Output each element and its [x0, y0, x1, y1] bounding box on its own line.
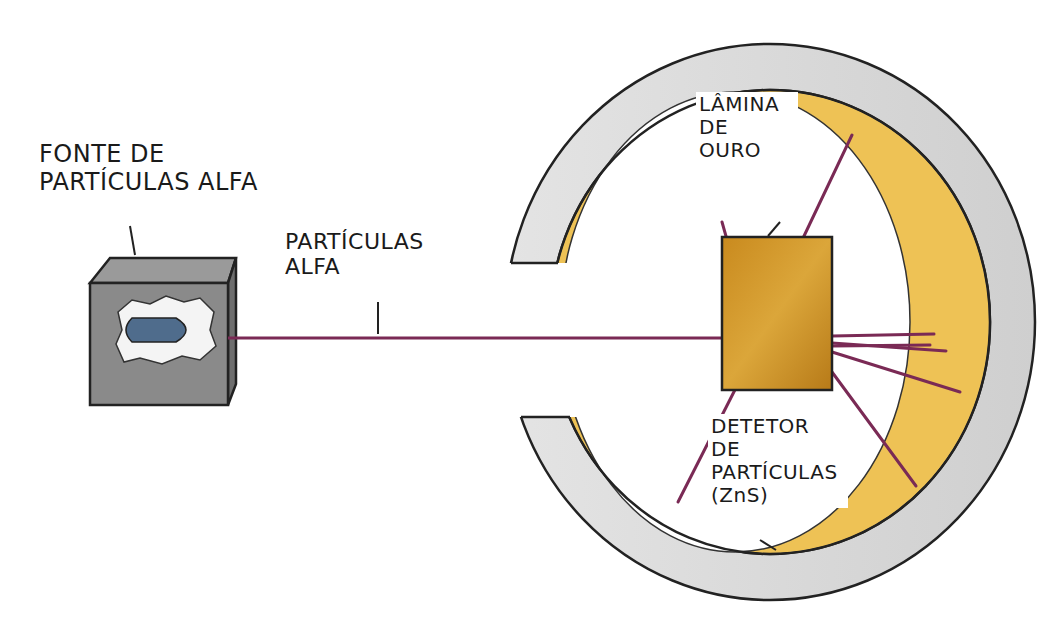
detector-ring: [488, 44, 1035, 600]
foil-label: LÂMINA DE OURO: [696, 92, 798, 163]
gold-foil: [722, 237, 832, 390]
beam-label: PARTÍCULAS ALFA: [282, 228, 460, 281]
alpha-source: [90, 258, 236, 405]
detector-label: DETETOR DE PARTÍCULAS (ZnS): [708, 414, 848, 508]
leader-lines: [130, 222, 780, 550]
source-label: FONTE DE PARTÍCULAS ALFA: [36, 140, 300, 197]
alpha-beam: [228, 337, 760, 340]
